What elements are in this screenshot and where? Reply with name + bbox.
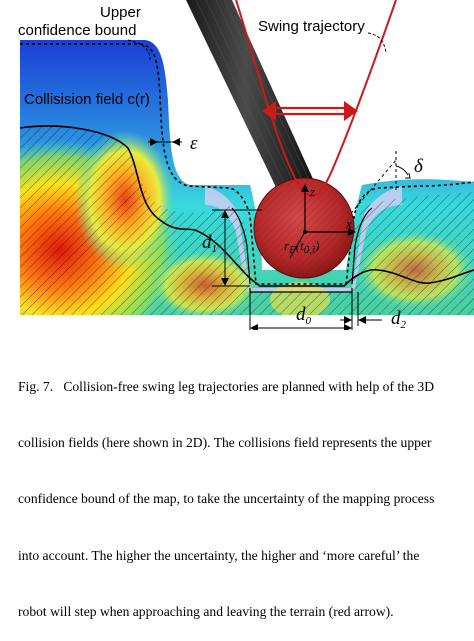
axis-x-label: x (345, 216, 352, 231)
robot-leg-texture (195, 0, 315, 201)
caption-line: collision fields (here shown in 2D). The… (18, 434, 432, 450)
upper-bound-label-2: confidence bound (18, 22, 136, 39)
figure-illustration: Upper confidence bound Swing trajectory … (18, 0, 474, 330)
collision-field-label: Collisision field c(r) (24, 91, 150, 108)
epsilon-label: ε (190, 133, 198, 154)
foothold-cavity (249, 288, 353, 293)
d0-label: d0 (296, 304, 312, 327)
axis-z-label: z (309, 184, 315, 199)
upper-bound-pointer (127, 39, 151, 61)
swing-trajectory-curve (235, 0, 397, 198)
upper-confidence-bound-line (20, 43, 474, 285)
caption-line: Fig. 7. Collision-free swing leg traject… (18, 378, 435, 394)
swing-trajectory-label: Swing trajectory (258, 18, 365, 35)
upper-bound-label-1: Upper (100, 4, 141, 21)
d2-label: d2 (391, 308, 407, 330)
terrain-surface (19, 125, 474, 287)
delta-arrow (405, 172, 411, 179)
swing-trajectory-pointer (367, 32, 387, 53)
caption-line: confidence bound of the map, to take the… (18, 491, 435, 507)
foot-position-label: rF(t0,i) (284, 238, 319, 256)
delta-arc (395, 165, 409, 176)
robot-foot-outline (253, 177, 355, 279)
d1-label: d1 (202, 232, 217, 255)
foot-radius-line (289, 231, 306, 259)
terrain-hatch (20, 126, 474, 315)
robot-foot-hatch (254, 178, 354, 278)
caption-line: robot will step when approaching and lea… (18, 604, 394, 620)
figure-caption: Fig. 7. Collision-free swing leg traject… (18, 340, 474, 641)
caption-line: into account. The higher the uncertainty… (18, 547, 420, 563)
delta-label: δ (414, 156, 424, 177)
